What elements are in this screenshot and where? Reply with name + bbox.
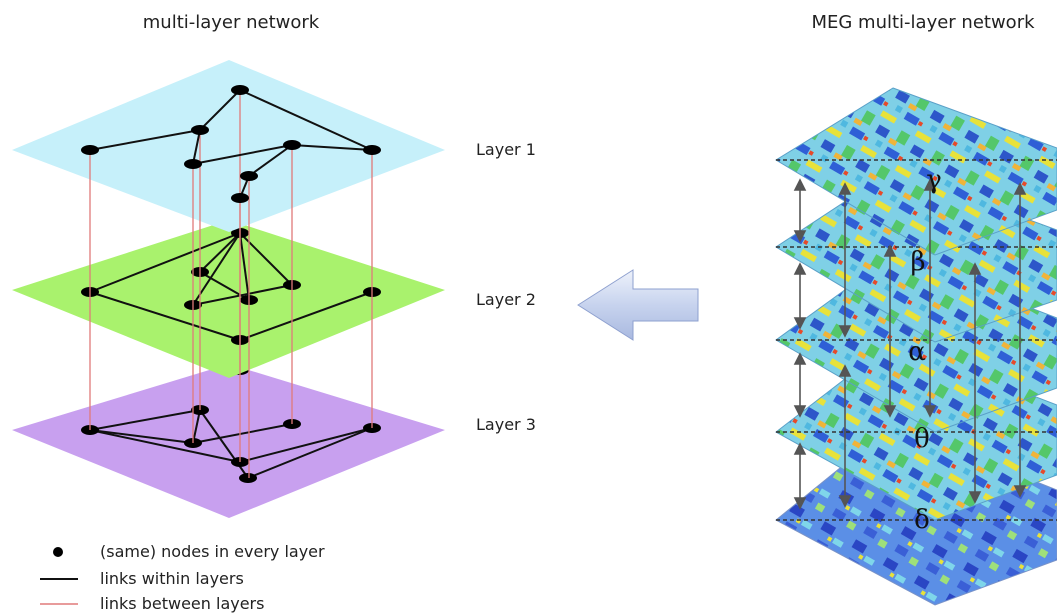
meg-band-label-gamma: γ [926,165,942,195]
legend: (same) nodes in every layer links within… [40,542,325,613]
layer-2-plane [12,220,445,378]
layer-3-links [89,409,373,479]
left-arrow-icon [577,269,699,341]
meg-band-label-theta: θ [914,424,930,454]
meg-layer-gamma [775,87,1057,256]
meg-interlayer-arrows [793,178,1027,510]
layer-2-links [89,232,373,341]
layer-2-label: Layer 2 [476,290,536,309]
layer-3-label: Layer 3 [476,415,536,434]
layer-1-plane [12,60,445,232]
layer-1-label: Layer 1 [476,140,536,159]
meg-band-label-beta: β [910,247,925,277]
meg-band-label-alpha: α [908,337,926,367]
layer-1-links [89,89,373,199]
right-title: MEG multi-layer network [811,12,1035,33]
layer-1-nodes [81,85,381,203]
left-title: multi-layer network [143,12,320,33]
legend-within-text: links within layers [100,569,244,588]
layer-3-plane [12,364,445,518]
meg-stack: γ β α θ δ [775,87,1057,606]
meg-band-label-delta: δ [914,505,930,535]
legend-between-text: links between layers [100,594,264,613]
legend-nodes-text: (same) nodes in every layer [100,542,325,561]
legend-node-symbol [53,547,63,557]
between-layer-links [89,90,373,478]
